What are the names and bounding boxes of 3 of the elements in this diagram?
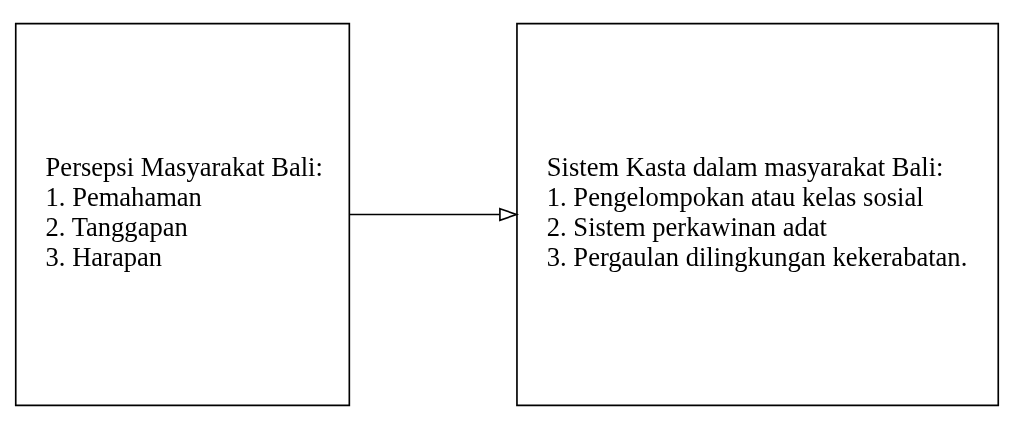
arrow bbox=[348, 207, 520, 221]
node-box: Sistem Kasta dalam masyarakat Bali: 1. Pengelompokan atau kelas sosial 2. Sistem perkawinan adat 3. Pergaulan dilingkungan kekerabatan. bbox=[516, 22, 1000, 406]
node-box: Persepsi Masyarakat Bali: 1. Pemahaman 2. Tanggapan 3. Harapan bbox=[14, 22, 351, 406]
